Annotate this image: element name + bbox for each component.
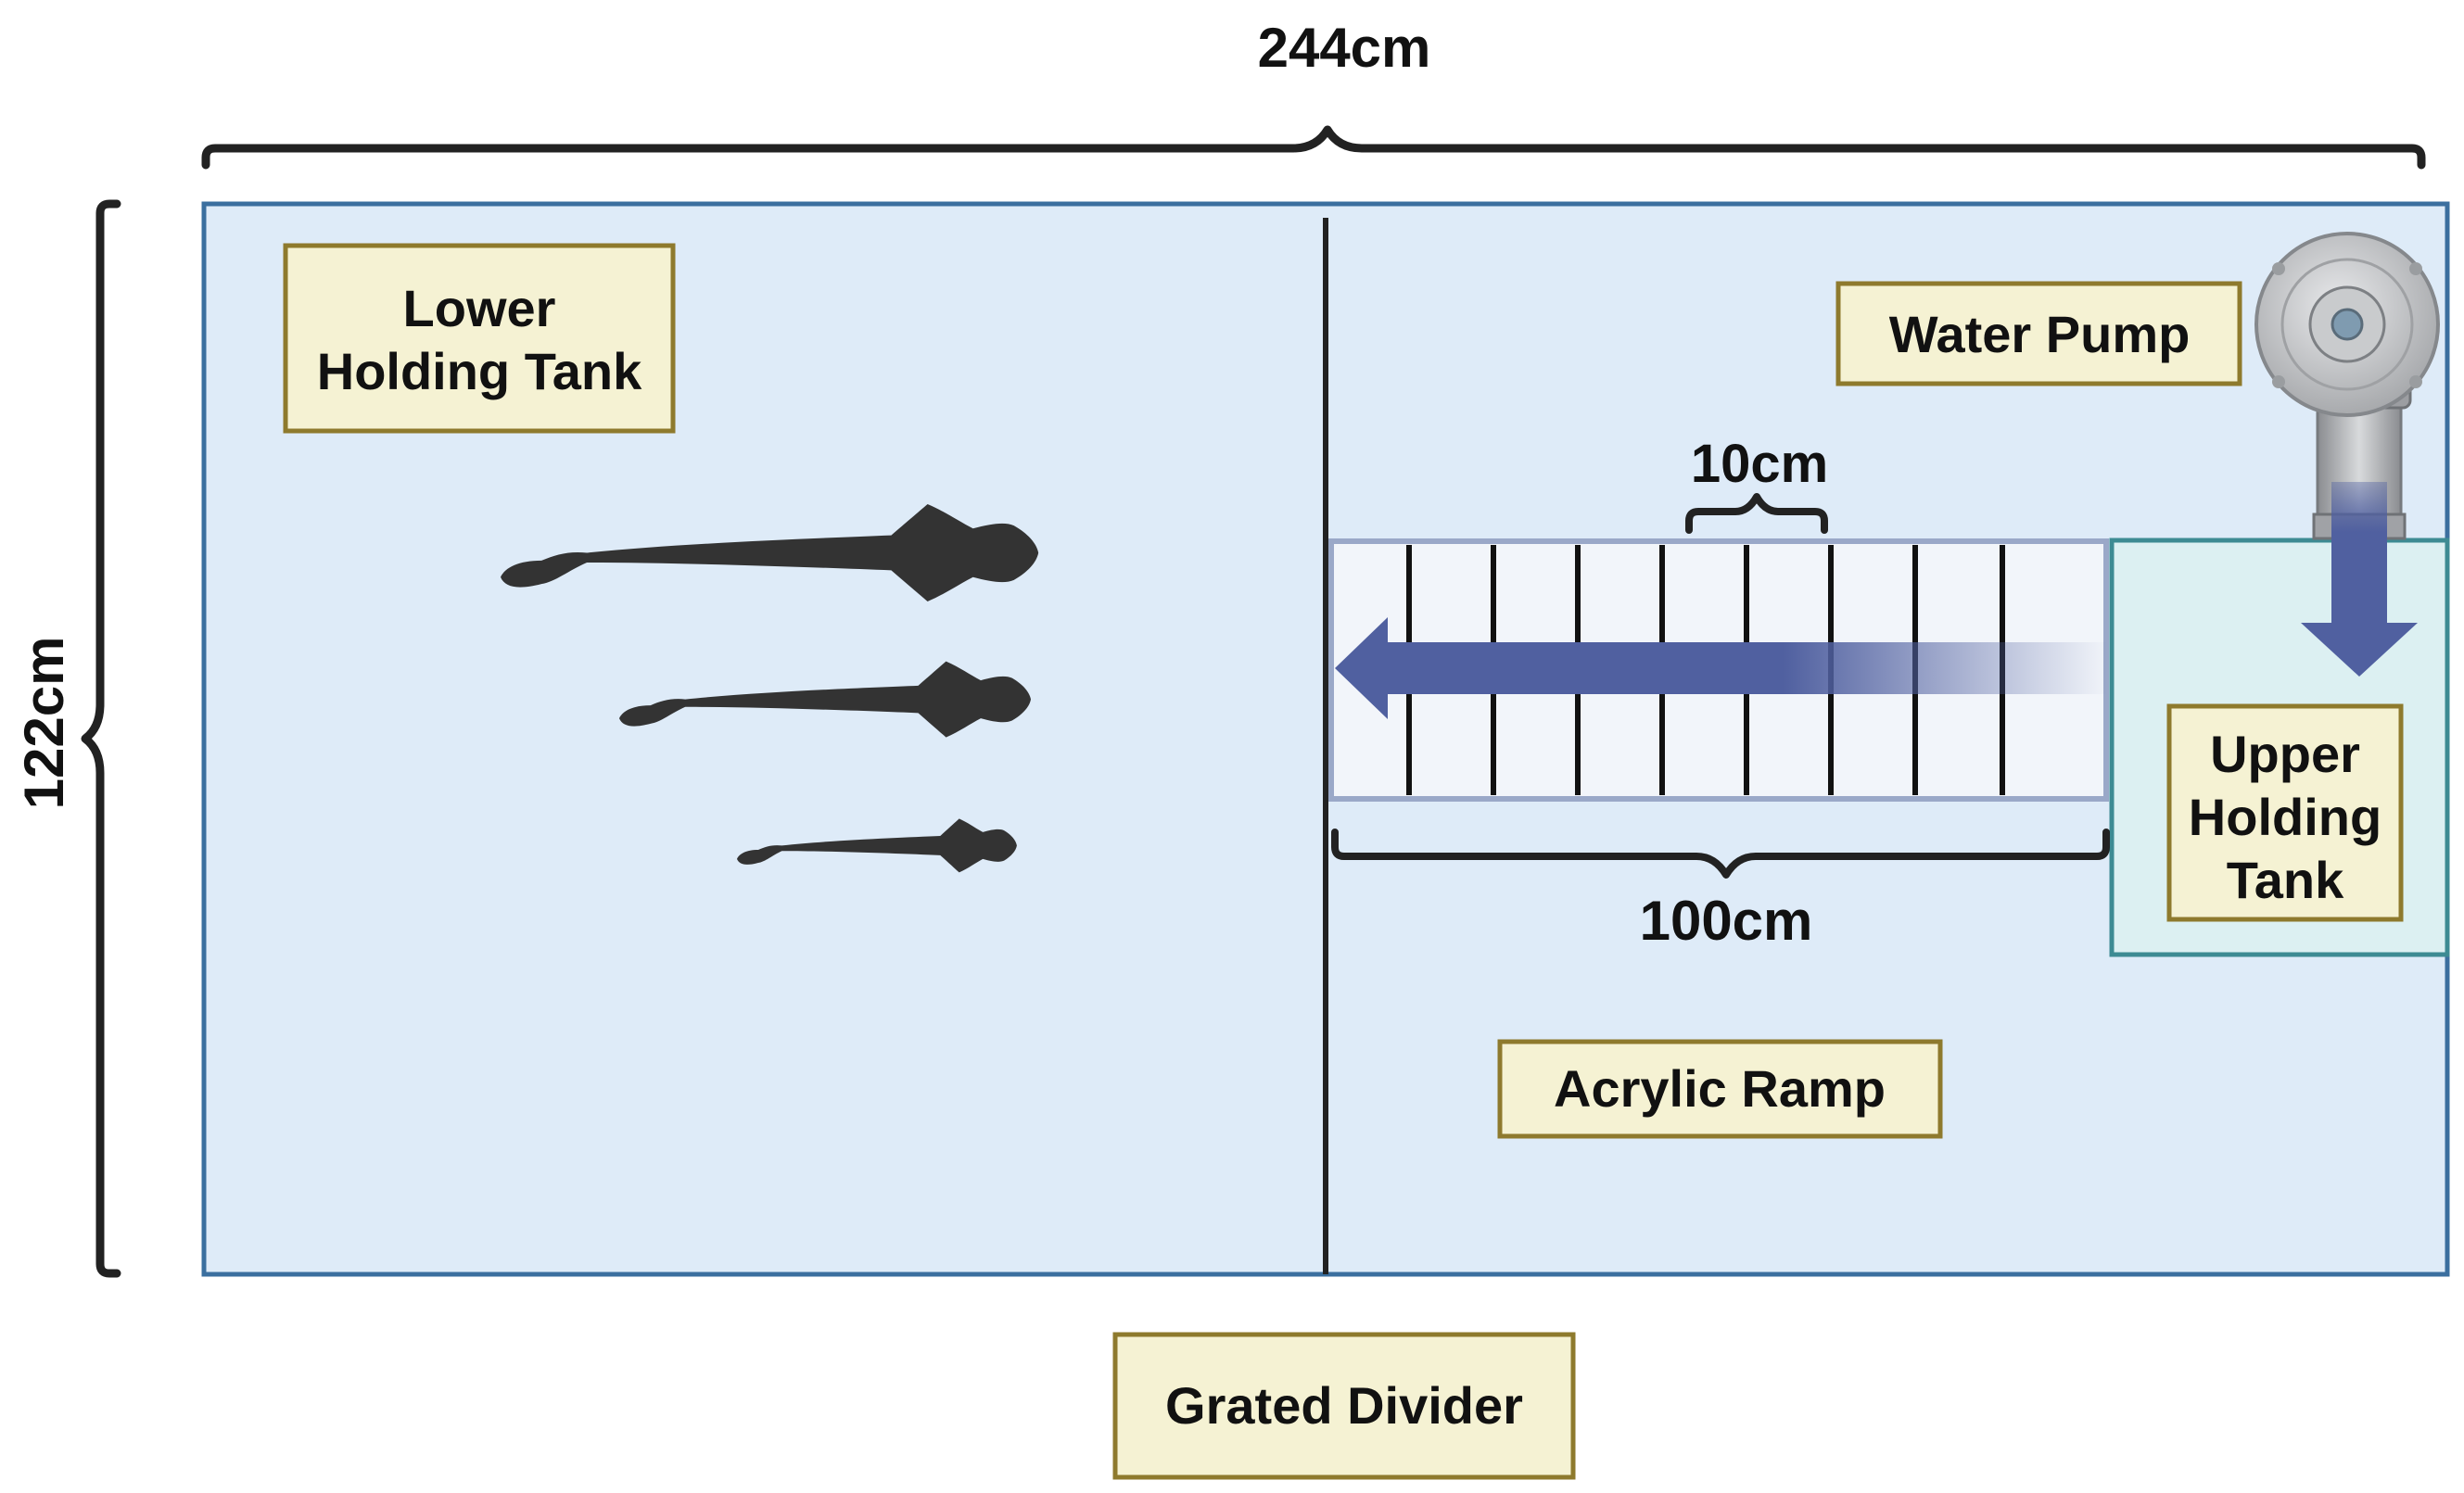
water-pump-text: Water Pump xyxy=(1889,305,2191,363)
lower-tank-line-2: Holding Tank xyxy=(317,342,642,400)
upper-holding-tank-label: Upper Holding Tank xyxy=(2166,703,2404,922)
rung-spacing-bracket xyxy=(1685,493,1828,534)
lower-tank-line-1: Lower xyxy=(403,279,556,337)
flow-arrow-icon xyxy=(1335,617,2109,719)
height-bracket xyxy=(81,199,121,1278)
acrylic-ramp-text: Acrylic Ramp xyxy=(1554,1059,1886,1118)
grated-divider-label: Grated Divider xyxy=(1112,1332,1576,1480)
acrylic-ramp-label: Acrylic Ramp xyxy=(1497,1039,1943,1139)
ramp-length-bracket xyxy=(1331,829,2110,879)
height-dimension-label: 122cm xyxy=(13,637,75,810)
width-bracket xyxy=(201,125,2426,170)
upper-tank-line-2: Holding xyxy=(2189,788,2381,846)
lower-holding-tank-label: Lower Holding Tank xyxy=(283,243,676,434)
pump-flow-arrow-icon xyxy=(2301,482,2418,677)
ramp-length-label: 100cm xyxy=(1640,890,1813,952)
rung-spacing-label: 10cm xyxy=(1691,434,1828,494)
grated-divider-text: Grated Divider xyxy=(1165,1376,1523,1435)
water-pump-label: Water Pump xyxy=(1835,281,2242,386)
upper-tank-line-3: Tank xyxy=(2227,851,2344,909)
upper-tank-line-1: Upper xyxy=(2210,725,2360,783)
width-dimension-label: 244cm xyxy=(1258,17,1431,79)
